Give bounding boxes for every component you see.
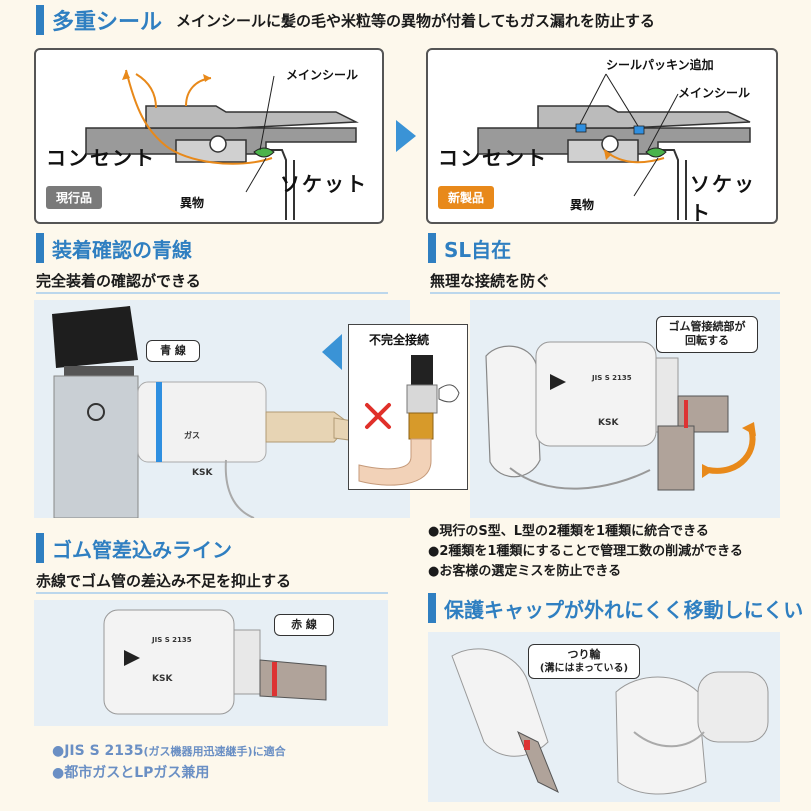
spec-notes: ●JIS S 2135(ガス機器用迅速継手)に適合 ●都市ガスとLPガス兼用 <box>52 740 286 785</box>
ksk-mark-rubber: KSK <box>152 674 173 684</box>
cap-callout-line2: (溝にはまっている) <box>539 663 629 675</box>
ksk-mark: KSK <box>192 468 213 478</box>
subhead-underline <box>36 592 388 594</box>
spec-jis-note: (ガス機器用迅速継手)に適合 <box>143 745 286 758</box>
rubber-section-header: ゴム管差込みライン <box>36 532 232 564</box>
cap-title: 保護キャップが外れにくく移動しにくい <box>444 597 804 622</box>
jis-mark: JIS S 2135 <box>592 374 632 382</box>
sl-benefit-list: ●現行のS型、L型の2種類を1種類に統合できる ●2種類を1種類にすることで管理… <box>428 522 743 582</box>
subhead-underline <box>430 292 780 294</box>
valve-product-illustration <box>52 306 411 519</box>
cap-callout: つり輪 (溝にはまっている) <box>528 644 640 680</box>
cap-illustration <box>451 648 769 795</box>
sl-benefit-item: ●お客様の選定ミスを防止できる <box>428 564 622 580</box>
main-seal-label-new: メインシール <box>678 86 751 100</box>
cap-section-header: 保護キャップが外れにくく移動しにくい <box>428 592 803 624</box>
sl-benefit-item: ●現行のS型、L型の2種類を1種類に統合できる <box>428 524 709 539</box>
incomplete-label: 不完全接続 <box>369 333 430 347</box>
rubber-photo: JIS S 2135 KSK 赤 線 <box>34 600 388 726</box>
incomplete-connection-box: 不完全接続 <box>348 324 468 490</box>
sl-photo: JIS S 2135 KSK ゴム管接続部が 回転する <box>470 300 780 518</box>
blue-line-callout-text: 青 線 <box>160 344 186 357</box>
sl-section-header: SL自在 <box>428 232 511 264</box>
foreign-matter-label: 異物 <box>180 196 205 210</box>
outlet-label-new: コンセント <box>438 146 548 170</box>
gas-mark: ガス <box>184 431 200 440</box>
ksk-mark-sl: KSK <box>598 418 619 428</box>
socket-label-new: ソケット <box>690 172 756 225</box>
blue-line-callout: 青 線 <box>146 340 200 363</box>
cap-callout-line1: つり輪 <box>567 648 601 661</box>
section-bar <box>428 233 436 263</box>
incomplete-connection-illustration <box>358 355 460 486</box>
section-bar <box>36 533 44 563</box>
seal-desc: メインシールに髪の毛や米粒等の異物が付着してもガス漏れを防止する <box>176 11 655 30</box>
seal-title: 多重シール <box>52 10 163 35</box>
blue-line-title: 装着確認の青線 <box>52 237 192 262</box>
sl-callout-line2: 回転する <box>685 334 729 348</box>
cap-photo: つり輪 (溝にはまっている) <box>428 632 780 802</box>
sl-sub: 無理な接続を防ぐ <box>430 272 551 290</box>
jis-mark-rubber: JIS S 2135 <box>152 636 192 644</box>
spec-jis-main: ●JIS S 2135 <box>52 743 144 759</box>
spec-jis-line: ●JIS S 2135(ガス機器用迅速継手)に適合 <box>52 740 286 762</box>
blue-line-section-header: 装着確認の青線 <box>36 232 192 264</box>
rubber-sub: 赤線でゴム管の差込み不足を抑止する <box>36 572 292 590</box>
section-bar <box>36 5 44 35</box>
sl-benefit-item: ●2種類を1種類にすることで管理工数の削減ができる <box>428 544 743 560</box>
socket-label: ソケット <box>280 172 368 196</box>
section-bar <box>428 593 436 623</box>
current-product-badge: 現行品 <box>46 186 103 209</box>
sl-callout: ゴム管接続部が 回転する <box>656 316 758 353</box>
seal-diagram-current: メインシール コンセント ソケット 異物 現行品 <box>34 48 384 224</box>
rubber-socket-illustration <box>103 609 327 715</box>
sl-callout-line1: ゴム管接続部が <box>668 320 746 333</box>
subhead-underline <box>36 292 388 294</box>
spec-gas-line: ●都市ガスとLPガス兼用 <box>52 765 210 782</box>
rubber-title: ゴム管差込みライン <box>52 537 232 562</box>
blue-line-sub: 完全装着の確認ができる <box>36 272 201 290</box>
new-product-badge: 新製品 <box>438 186 495 209</box>
seal-diagram-new: シールパッキン追加 メインシール コンセント ソケット 異物 新製品 <box>426 48 778 225</box>
main-seal-label: メインシール <box>286 68 359 82</box>
seal-cross-section-new <box>477 73 751 220</box>
seal-section-header: 多重シール メインシールに髪の毛や米粒等の異物が付着してもガス漏れを防止する <box>36 4 655 36</box>
right-arrow-icon <box>396 120 416 152</box>
blue-line-photo: KSK ガス 青 線 <box>34 300 411 519</box>
sl-title: SL自在 <box>444 237 512 262</box>
seal-cross-section-current <box>85 69 359 220</box>
foreign-matter-label-new: 異物 <box>570 198 595 212</box>
seal-packing-label: シールパッキン追加 <box>606 58 714 72</box>
red-line-callout-text: 赤 線 <box>291 618 317 631</box>
outlet-label: コンセント <box>46 146 156 170</box>
left-arrow-icon <box>322 334 342 370</box>
sl-socket-illustration <box>485 341 756 491</box>
section-bar <box>36 233 44 263</box>
red-line-callout: 赤 線 <box>274 614 334 637</box>
